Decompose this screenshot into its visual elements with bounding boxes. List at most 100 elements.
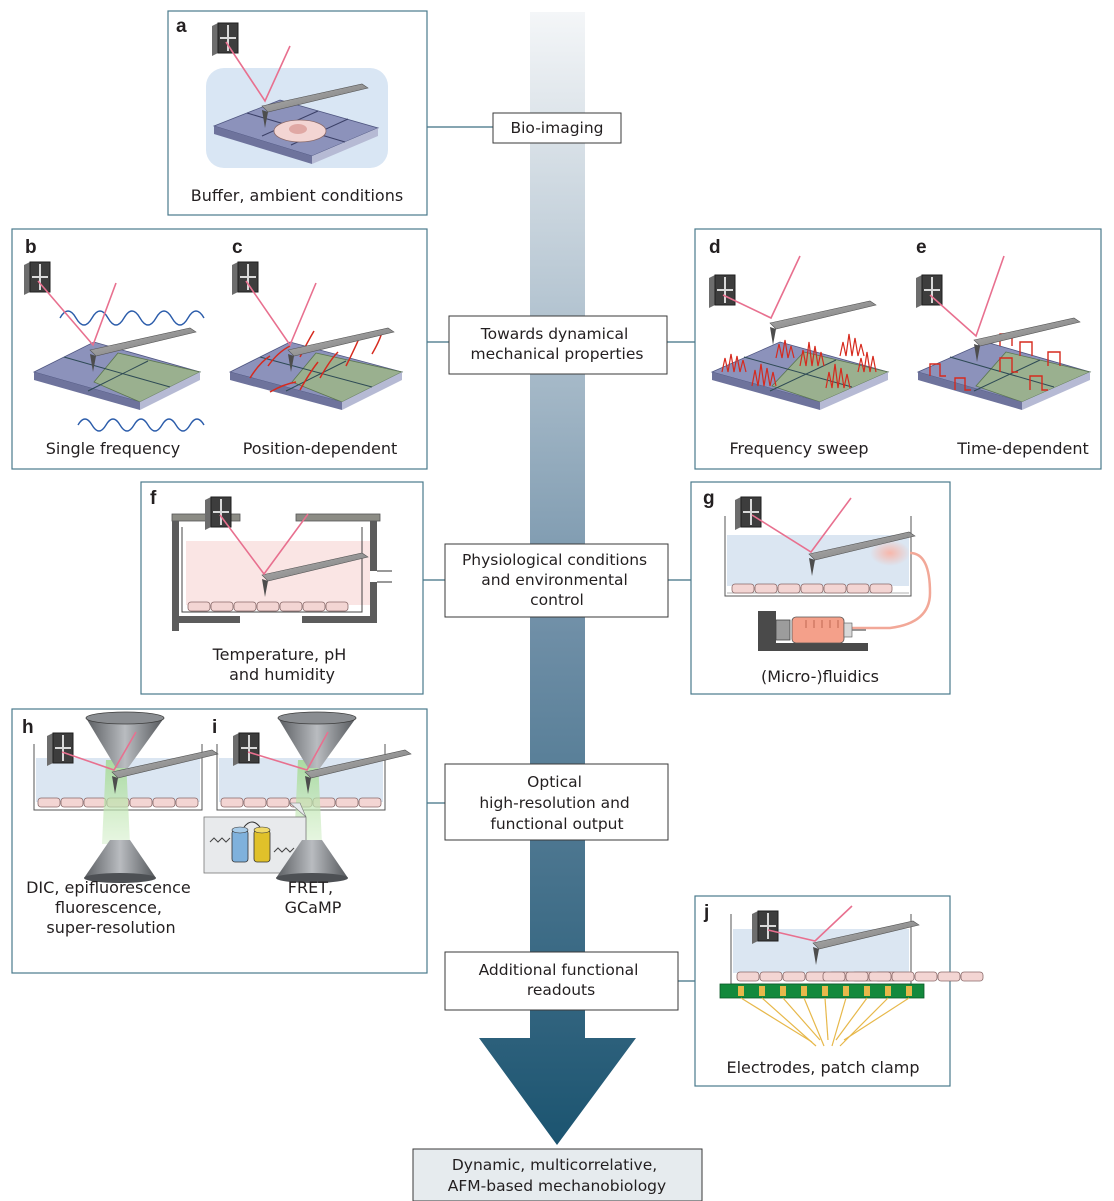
- panel-caption: (Micro-)fluidics: [761, 667, 879, 686]
- cell-layer: [822, 971, 984, 982]
- stage-line: mechanical properties: [471, 345, 644, 363]
- stage-line: readouts: [527, 981, 595, 999]
- panel-bc: b c Single frequency: [11, 228, 428, 470]
- cell-layer: [187, 601, 349, 612]
- panel-letter: i: [212, 717, 217, 738]
- panel-caption: Frequency sweep: [729, 439, 868, 458]
- photodetector-icon: [211, 22, 239, 57]
- svg-text:Physiological conditions: Physiological conditions and environment…: [462, 551, 652, 609]
- stage-line: high-resolution and: [479, 794, 629, 812]
- cell-layer: [731, 583, 893, 594]
- laser-beam: [245, 280, 317, 347]
- stage-line: Bio-imaging: [510, 119, 603, 137]
- frequency-sweep-signals: [721, 333, 877, 389]
- laser-beam: [929, 255, 1005, 338]
- panel-letter: b: [25, 237, 37, 258]
- panel-j: j: [694, 895, 984, 1087]
- objective-top-icon: [277, 711, 357, 768]
- svg-text:Temperature, pH and humi: Temperature, pH and humidity: [212, 645, 352, 684]
- panel-letter: d: [709, 237, 721, 258]
- laser-beam: [219, 513, 309, 576]
- panel-caption: Electrodes, patch clamp: [726, 1058, 919, 1077]
- panel-letter: a: [176, 16, 187, 37]
- laser-beam: [61, 731, 137, 771]
- photodetector-icon: [232, 732, 260, 767]
- panel-a: a Buffer, ambient conditions: [167, 10, 428, 216]
- panel-caption: DIC, epifluorescence: [26, 878, 191, 897]
- photodetector-icon: [708, 274, 736, 309]
- wave-bottom: [77, 418, 205, 432]
- photodetector-icon: [231, 261, 259, 296]
- panel-caption: and humidity: [229, 665, 335, 684]
- panel-caption: GCaMP: [285, 898, 342, 917]
- svg-text:Frequency sweep: Frequency sweep: [729, 439, 868, 458]
- tubing: [848, 551, 932, 630]
- light-beam: [102, 760, 130, 844]
- laser-beam: [247, 731, 329, 771]
- cell-shape: [273, 119, 327, 143]
- panel-caption: Single frequency: [46, 439, 181, 458]
- svg-text:Buffer, ambient conditions: Buffer, ambient conditions: [191, 186, 403, 205]
- svg-text:Towards dynamical mechan: Towards dynamical mechanical properties: [471, 325, 644, 363]
- panel-caption: super-resolution: [46, 918, 175, 937]
- objective-top-icon: [85, 711, 165, 768]
- svg-text:Additional functional re: Additional functional readouts: [479, 961, 644, 999]
- final-line: AFM-based mechanobiology: [448, 1177, 666, 1195]
- svg-text:Bio-imaging: Bio-imaging: [510, 119, 603, 137]
- electrode-array: [719, 983, 925, 999]
- laser-beam: [722, 255, 801, 320]
- stage-line: functional output: [490, 815, 623, 833]
- stage-box-dynamical: Towards dynamical mechanical properties: [448, 315, 668, 375]
- laser-beam: [767, 905, 853, 942]
- panel-f: f Temperature, pH and humidity: [140, 481, 424, 695]
- objective-bottom-icon: [276, 840, 348, 883]
- stage-box-additional: Additional functional readouts: [444, 951, 679, 1011]
- svg-text:FRET, GCaMP: FRET, GCaMP: [285, 878, 342, 917]
- syringe-pump: [758, 611, 868, 651]
- panel-letter: f: [150, 488, 157, 509]
- panel-letter: h: [22, 717, 34, 738]
- panel-letter: g: [703, 488, 715, 509]
- photodetector-icon: [734, 496, 762, 531]
- connector-lines: [423, 126, 695, 982]
- objective-bottom-icon: [84, 840, 156, 883]
- stage-line: Towards dynamical: [480, 325, 629, 343]
- stage-line: control: [530, 591, 584, 609]
- electrode-wires: [740, 997, 910, 1047]
- panel-caption: Position-dependent: [243, 439, 398, 458]
- fret-inset: [203, 802, 307, 874]
- panel-hi: h i DIC, epifluorescence fluorescence, s…: [11, 708, 428, 974]
- stage-box-optical: Optical high-resolution and functional o…: [444, 763, 669, 841]
- panel-caption: Temperature, pH: [212, 645, 347, 664]
- stage-line: Optical: [527, 773, 582, 791]
- panel-g: g (Micro-)fluidics: [690, 481, 951, 695]
- svg-text:Time-dependent: Time-dependent: [956, 439, 1088, 458]
- svg-text:(Micro-)fluidics: (Micro-)fluidics: [761, 667, 879, 686]
- photodetector-icon: [751, 910, 779, 945]
- stage-line: and environmental: [481, 571, 628, 589]
- laser-beam: [37, 280, 117, 347]
- substrate: [228, 341, 404, 410]
- stage-line: Physiological conditions: [462, 551, 647, 569]
- panel-caption: Time-dependent: [956, 439, 1088, 458]
- substrate: [32, 341, 202, 410]
- final-box: Dynamic, multicorrelative, AFM-based mec…: [412, 1148, 703, 1201]
- laser-beam: [225, 41, 291, 103]
- stage-box-bio-imaging: Bio-imaging: [492, 112, 622, 144]
- svg-text:Position-dependent: Position-dependent: [243, 439, 398, 458]
- svg-text:DIC, epifluorescence flu: DIC, epifluorescence fluorescence, super…: [26, 878, 196, 937]
- panel-caption: fluorescence,: [55, 898, 162, 917]
- panel-caption: Buffer, ambient conditions: [191, 186, 403, 205]
- wave-top: [59, 310, 205, 326]
- panel-letter: c: [232, 237, 243, 258]
- photodetector-icon: [46, 732, 74, 767]
- substrate: [916, 341, 1092, 410]
- panel-de: d e Frequency sweep: [694, 228, 1102, 470]
- final-line: Dynamic, multicorrelative,: [452, 1156, 657, 1174]
- svg-text:Single frequency: Single frequency: [46, 439, 181, 458]
- laser-beam: [751, 497, 852, 554]
- stage-line: Additional functional: [479, 961, 639, 979]
- panel-letter: j: [703, 902, 709, 923]
- panel-letter: e: [916, 237, 927, 258]
